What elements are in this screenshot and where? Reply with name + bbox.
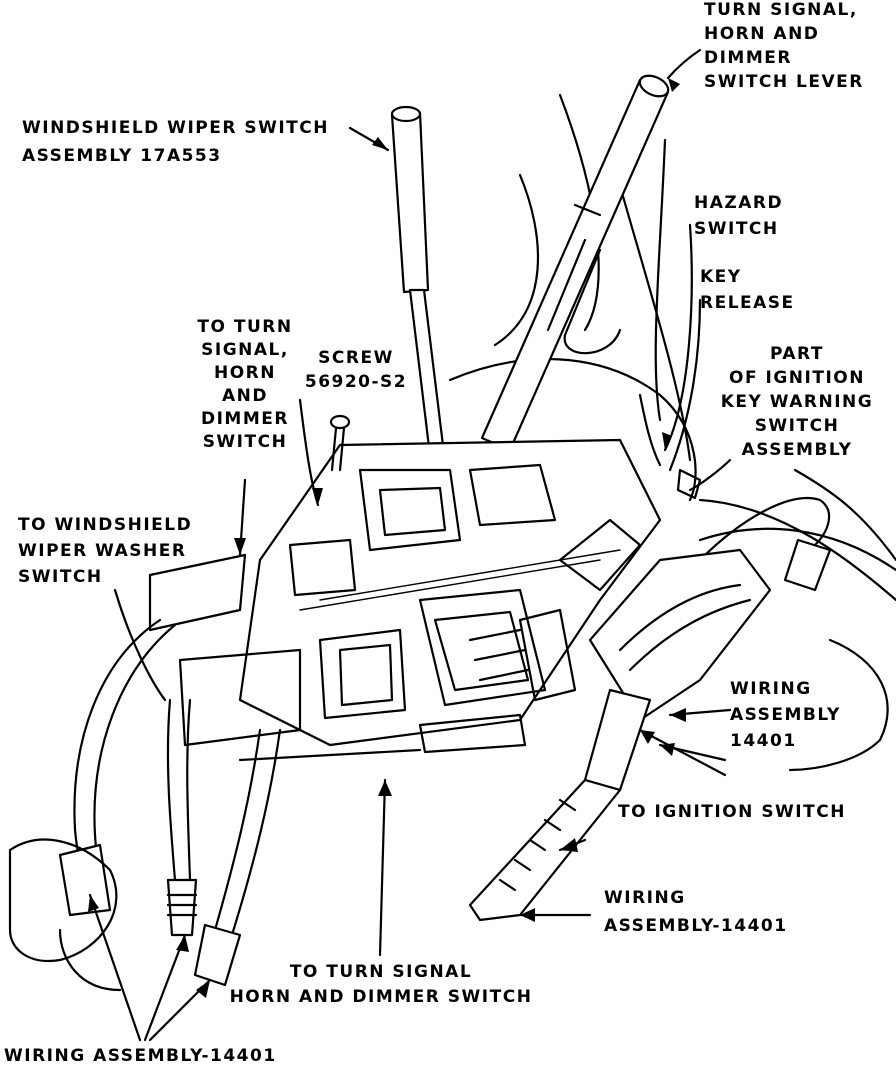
ignition-harness (468, 548, 772, 922)
label-hazard-switch: HAZARD SWITCH (694, 193, 784, 239)
label-to-ignition-switch: TO IGNITION SWITCH (618, 802, 846, 822)
wiper-switch-lever (390, 105, 448, 474)
label-screw: SCREW 56920-S2 (304, 348, 408, 392)
screw (329, 414, 351, 472)
label-wiper-switch: WINDSHIELD WIPER SWITCH ASSEMBLY 17A553 (22, 118, 329, 166)
label-to-turn-signal-bottom: TO TURN SIGNAL HORN AND DIMMER SWITCH (229, 962, 533, 1007)
arrowheads (88, 78, 686, 998)
label-turn-signal-lever: TURN SIGNAL, HORN AND DIMMER SWITCH LEVE… (704, 0, 864, 92)
label-wiring-assembly-bottom-left: WIRING ASSEMBLY-14401 (4, 1046, 277, 1066)
label-wiring-assembly-right: WIRING ASSEMBLY 14401 (730, 679, 841, 751)
label-to-wiper-washer: TO WINDSHIELD WIPER WASHER SWITCH (18, 515, 193, 587)
left-harness (8, 618, 282, 992)
label-to-turn-signal-switch: TO TURN SIGNAL, HORN AND DIMMER SWITCH (197, 317, 293, 452)
label-ignition-key-warning: PART OF IGNITION KEY WARNING SWITCH ASSE… (720, 344, 874, 460)
label-wiring-assembly-bottom-right: WIRING ASSEMBLY-14401 (604, 888, 788, 936)
switch-body (148, 438, 662, 762)
leader-lines (88, 48, 889, 1042)
label-key-release: KEY RELEASE (700, 267, 795, 313)
turn-signal-lever (480, 74, 670, 452)
key-warning-connector (698, 497, 832, 592)
